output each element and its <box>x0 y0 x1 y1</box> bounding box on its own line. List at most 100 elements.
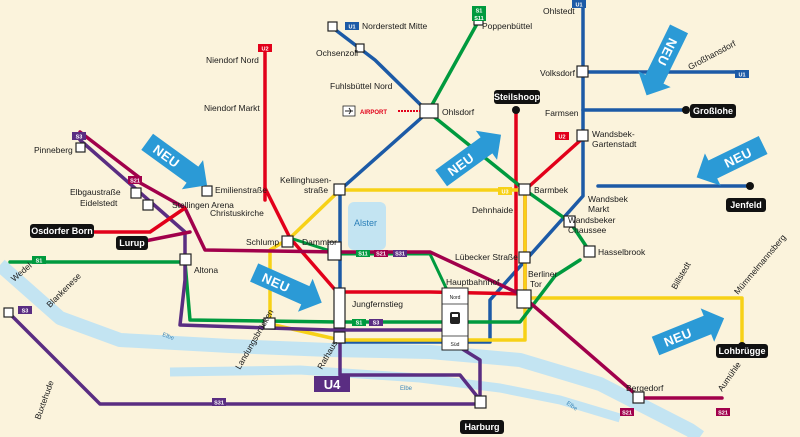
station-wandsbeker-chaussee[interactable] <box>563 215 576 228</box>
label-billstedt: Billstedt <box>669 260 693 291</box>
badge-u1-grosshansdorf: U1 <box>738 73 745 79</box>
label-wandsbeker-chaussee-2: Chaussee <box>568 225 607 235</box>
badge-s1-poppenbuettel: S1 <box>476 9 483 15</box>
badge-s21-aumuehle: S21 <box>718 411 728 417</box>
station-altona[interactable] <box>179 253 192 266</box>
airport-label: AIRPORT <box>360 110 387 116</box>
label-luebecker-strasse: Lübecker Straße <box>455 252 518 262</box>
terminal-label-steilshoop: Steilshoop <box>494 92 541 102</box>
label-poppenbuettel: Poppenbüttel <box>482 21 532 31</box>
neu-arrow-barmbek: NEU <box>435 130 502 187</box>
label-kellinghusenstrasse-2: straße <box>304 185 328 195</box>
label-barmbek: Barmbek <box>534 185 569 195</box>
badge-s31-south: S31 <box>214 401 224 407</box>
hbf-sued-label: Süd <box>451 342 460 348</box>
airplane-icon <box>345 107 353 115</box>
line-badges: U1 U1 U1 U2 U2 U3 S1 S11 S1 S3 S21 S3 S3… <box>18 0 749 417</box>
terminal-label-lurup: Lurup <box>119 238 145 248</box>
station-luebecker-strasse[interactable] <box>518 251 531 264</box>
label-aumuehle: Aumühle <box>715 360 743 393</box>
line-u1-north <box>331 26 430 344</box>
train-icon <box>450 312 460 324</box>
elbe-river-south <box>169 365 622 423</box>
terminal-dots <box>86 106 754 350</box>
hauptbahnhof-station: Nord Süd <box>441 287 469 351</box>
label-ohlstedt: Ohlstedt <box>543 6 575 16</box>
terminal-label-jenfeld: Jenfeld <box>730 200 762 210</box>
station-wandsbek-gartenstadt[interactable] <box>576 129 589 142</box>
label-bergedorf: Bergedorf <box>626 383 664 393</box>
terminal-labels: Steilshoop Großlohe Jenfeld Osdorfer Bor… <box>30 90 768 434</box>
station-kellinghusenstrasse[interactable] <box>333 183 346 196</box>
label-wandsbek-gartenstadt-2: Gartenstadt <box>592 139 637 149</box>
neu-arrow-jenfeld: NEU <box>696 135 768 186</box>
label-stellingen-arena: Stellingen Arena <box>172 200 234 210</box>
line-extension-lurup <box>138 230 192 244</box>
label-christuskirche: Christuskirche <box>210 208 264 218</box>
badge-s3-pinneberg: S3 <box>76 135 83 141</box>
terminal-dot-grosslohe[interactable] <box>682 106 690 114</box>
badge-s3-buxtehude: S3 <box>22 309 29 315</box>
badge-s21-dammtor: S21 <box>376 252 386 258</box>
badge-s1-wedel: S1 <box>36 259 43 265</box>
label-niendorf-markt: Niendorf Markt <box>204 103 260 113</box>
label-berliner-tor-2: Tor <box>530 279 542 289</box>
station-pinneberg[interactable] <box>75 142 86 153</box>
label-wandsbeker-chaussee-1: Wandsbeker <box>568 215 616 225</box>
badge-s2-bergedorf: S21 <box>622 411 632 417</box>
alster-label: Alster <box>354 218 377 228</box>
station-eidelstedt[interactable] <box>142 199 154 211</box>
station-bergedorf[interactable] <box>632 391 645 404</box>
water-layer <box>0 202 705 437</box>
station-berliner-tor[interactable] <box>516 289 532 309</box>
terminal-label-harburg: Harburg <box>464 422 499 432</box>
station-barmbek[interactable] <box>518 183 531 196</box>
station-buxtehude[interactable] <box>3 307 14 318</box>
station-ochsenzoll[interactable] <box>355 43 365 53</box>
station-hasselbrook[interactable] <box>583 245 596 258</box>
label-elbgaustrasse: Elbgaustraße <box>70 187 121 197</box>
station-rathaus[interactable] <box>333 331 346 344</box>
terminal-dot-steilshoop[interactable] <box>512 106 520 114</box>
badge-u3: U3 <box>501 190 508 196</box>
terminal-dot-jenfeld[interactable] <box>746 182 754 190</box>
label-volksdorf: Volksdorf <box>540 68 576 78</box>
badge-u2-niendorf: U2 <box>261 47 268 53</box>
label-ochsenzoll: Ochsenzoll <box>316 48 358 58</box>
station-harburg[interactable] <box>474 395 487 409</box>
hbf-nord-label: Nord <box>450 295 461 301</box>
station-norderstedt-mitte[interactable] <box>327 21 338 32</box>
station-landungsbruecken[interactable] <box>263 317 276 330</box>
line-extension-osdorf <box>88 206 187 234</box>
label-altona: Altona <box>194 265 218 275</box>
label-ohlsdorf: Ohlsdorf <box>442 107 475 117</box>
station-emilienstrasse[interactable] <box>201 185 213 197</box>
terminal-label-grosslohe: Großlohe <box>693 106 733 116</box>
label-fuhlsbuettel-nord: Fuhlsbüttel Nord <box>330 81 393 91</box>
stations-layer <box>3 15 645 409</box>
elbe-label-1: Elbe <box>161 332 175 342</box>
label-hauptbahnhof: Hauptbahnhof <box>446 277 500 287</box>
label-emilienstrasse: Emilienstraße <box>215 185 267 195</box>
label-blankenese: Blankenese <box>44 271 83 310</box>
line-s1-north <box>426 20 480 114</box>
label-landungsbruecken: Landungsbrücken <box>233 307 276 371</box>
station-schlump[interactable] <box>281 235 294 248</box>
badge-u1-north: U1 <box>348 25 355 31</box>
elbe-river <box>0 259 705 437</box>
badge-u1-ohlstedt: U1 <box>575 3 582 9</box>
neu-arrow-jungfernstieg: NEU <box>250 263 322 312</box>
station-elbgaustrasse[interactable] <box>130 187 142 199</box>
label-hasselbrook: Hasselbrook <box>598 247 646 257</box>
station-dammtor[interactable] <box>327 241 342 261</box>
label-dammtor: Dammtor <box>302 237 337 247</box>
label-wandsbek-markt-1: Wandsbek <box>588 194 629 204</box>
station-volksdorf[interactable] <box>576 65 589 78</box>
station-ohlsdorf[interactable] <box>419 103 439 119</box>
neu-arrow-grosslohe: NEU <box>638 24 689 96</box>
label-schlump: Schlump <box>246 237 279 247</box>
station-jungfernstieg[interactable] <box>333 287 346 329</box>
badge-s11-poppenbuettel: S11 <box>474 16 483 22</box>
u4-line-label: U4 <box>314 376 350 392</box>
